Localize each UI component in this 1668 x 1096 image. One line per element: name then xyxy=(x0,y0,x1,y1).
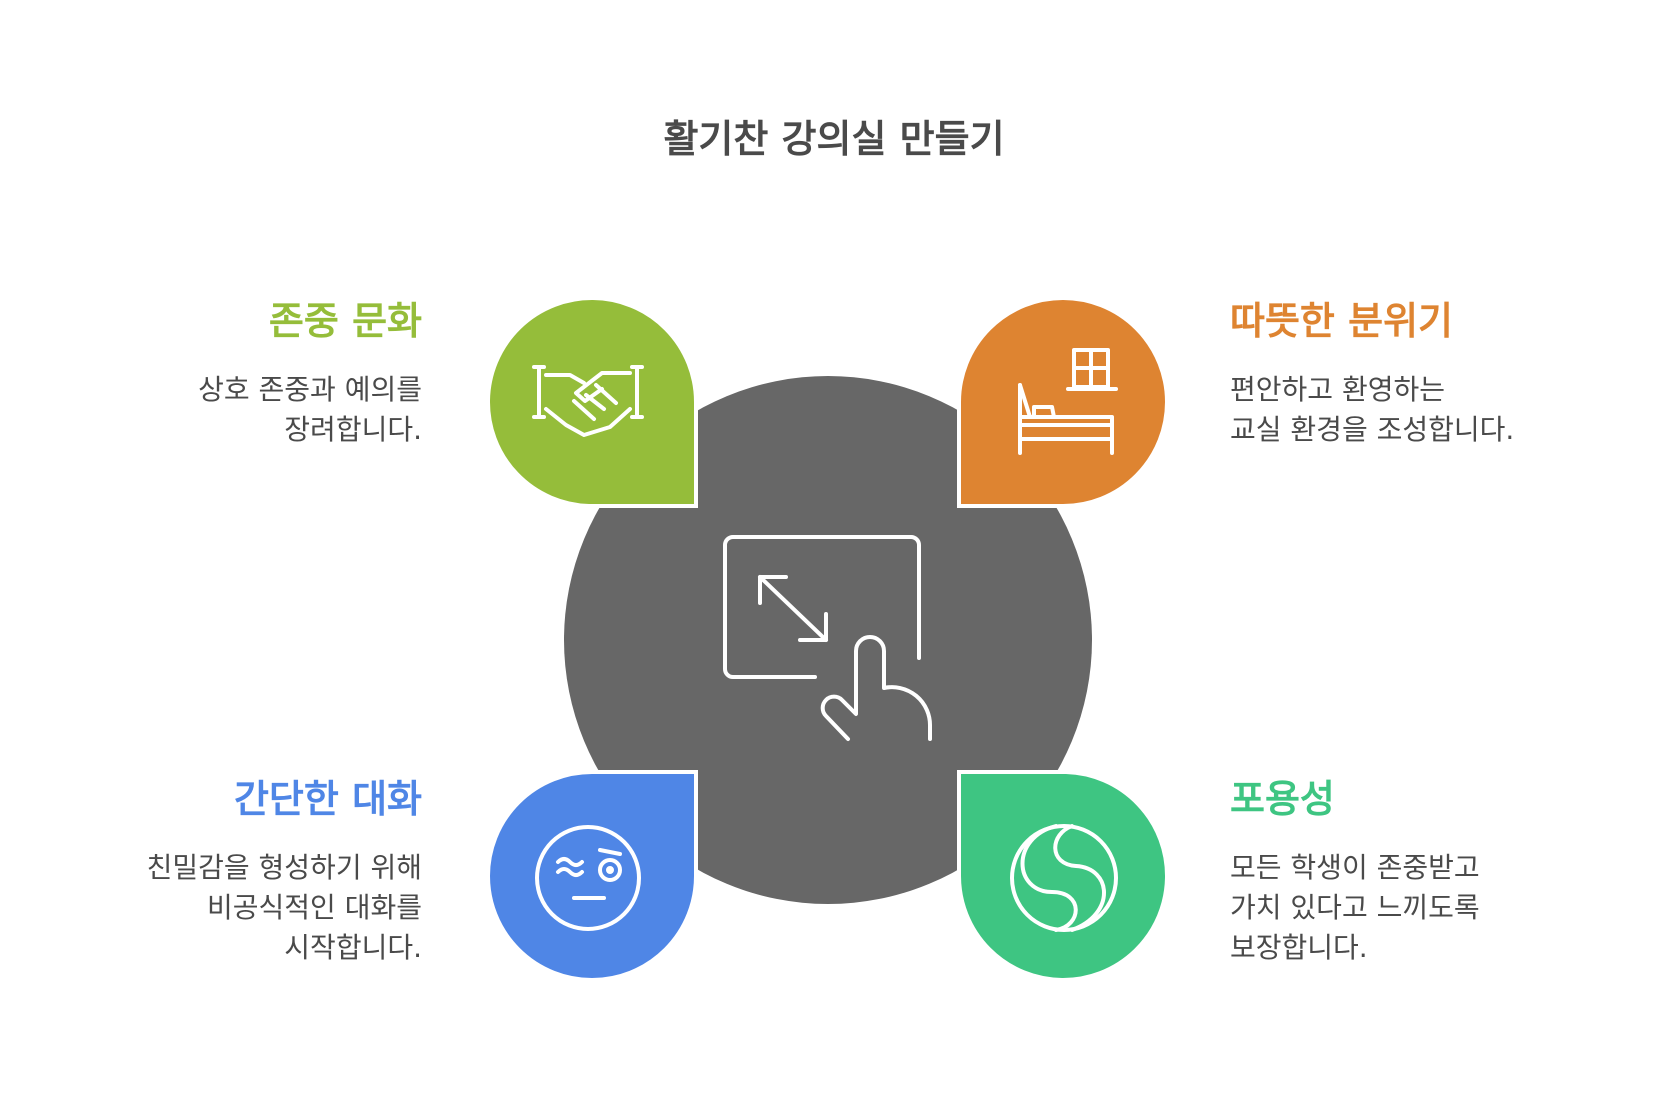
desc-warm-atmosphere-line-2: 교실 환경을 조성합니다. xyxy=(1230,413,1515,446)
desc-warm-atmosphere-line-1: 편안하고 환영하는 xyxy=(1230,373,1445,406)
label-respect-culture: 존중 문화 상호 존중과 예의를 장려합니다. xyxy=(42,298,422,450)
heading-inclusivity: 포용성 xyxy=(1230,777,1335,821)
desc-small-talk-line-3: 시작합니다. xyxy=(284,931,422,964)
label-small-talk: 간단한 대화 친밀감을 형성하기 위해 비공식적인 대화를 시작합니다. xyxy=(42,776,422,968)
heading-warm-atmosphere: 따뜻한 분위기 xyxy=(1230,299,1453,343)
desc-small-talk-line-1: 친밀감을 형성하기 위해 xyxy=(146,851,422,884)
bedroom-icon xyxy=(1018,348,1118,455)
handshake-icon xyxy=(532,365,644,437)
petal-bottom-left xyxy=(486,770,698,982)
desc-inclusivity-line-2: 가치 있다고 느끼도록 xyxy=(1230,891,1480,924)
label-inclusivity: 포용성 모든 학생이 존중받고 가치 있다고 느끼도록 보장합니다. xyxy=(1230,776,1610,968)
resize-touch-icon xyxy=(723,535,933,741)
petal-bottom-right xyxy=(957,770,1169,982)
face-icon xyxy=(535,825,641,931)
desc-respect-culture-line-1: 상호 존중과 예의를 xyxy=(198,373,422,406)
desc-respect-culture-line-2: 장려합니다. xyxy=(284,413,422,446)
desc-inclusivity-line-1: 모든 학생이 존중받고 xyxy=(1230,851,1480,884)
petal-top-right xyxy=(957,296,1169,508)
desc-inclusivity-line-3: 보장합니다. xyxy=(1230,931,1368,964)
harmony-icon xyxy=(1010,824,1118,932)
label-warm-atmosphere: 따뜻한 분위기 편안하고 환영하는 교실 환경을 조성합니다. xyxy=(1230,298,1610,450)
heading-small-talk: 간단한 대화 xyxy=(233,777,422,821)
page-title: 활기찬 강의실 만들기 xyxy=(663,117,1005,161)
heading-respect-culture: 존중 문화 xyxy=(268,299,422,343)
desc-small-talk-line-2: 비공식적인 대화를 xyxy=(207,891,422,924)
